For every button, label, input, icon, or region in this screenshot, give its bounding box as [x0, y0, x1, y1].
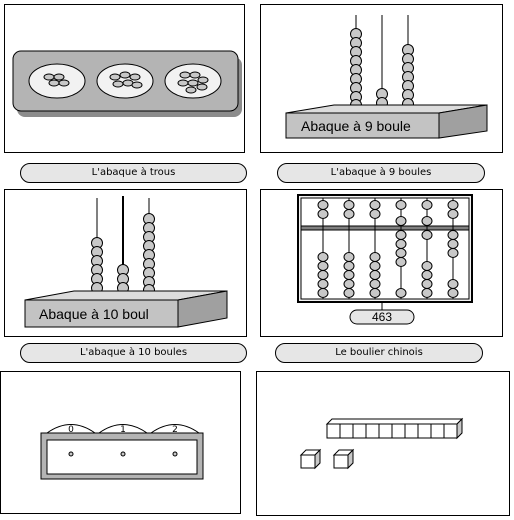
beads-hundreds: [350, 28, 362, 111]
panel-cubes: [256, 371, 510, 516]
panel-boulier: 463: [260, 189, 503, 337]
abaque-9-box-label: Abaque à 9 boule: [301, 118, 411, 134]
place-value-2: 2: [172, 425, 178, 435]
place-value-0: 0: [68, 425, 74, 435]
abaque-9-illustration: Abaque à 9 boule: [285, 15, 488, 139]
unit-cube-1: [299, 448, 322, 470]
dish-2: [96, 63, 154, 99]
place-value-1: 1: [120, 425, 126, 435]
panel-abaque-jetons: 0 1 2: [0, 371, 241, 514]
beads-units: [402, 44, 414, 110]
abaque-jetons-illustration: 0 1 2: [40, 424, 204, 480]
caption-abaque-9: L'abaque à 9 boules: [277, 163, 485, 183]
abaque-10-box: Abaque à 10 boul: [24, 290, 228, 328]
panel-abaque-9: Abaque à 9 boule: [260, 4, 503, 153]
upper-beads: [317, 200, 459, 226]
beads-units: [143, 213, 155, 296]
panel-abaque-trous: [4, 4, 245, 153]
beads-tens: [117, 264, 129, 294]
abaque-10-illustration: Abaque à 10 boul: [24, 196, 228, 328]
boulier-beam: [300, 225, 470, 231]
boulier-readout-box: [349, 309, 415, 325]
place-value-arcs: [46, 424, 200, 434]
caption-abaque-10: L'abaque à 10 boules: [20, 343, 247, 363]
beads-hundreds: [91, 237, 103, 294]
panel-abaque-10: Abaque à 10 boul: [4, 189, 247, 337]
cubes-illustration: [299, 417, 464, 470]
caption-abaque-trous: L'abaque à trous: [20, 163, 247, 183]
abaque-10-box-label: Abaque à 10 boul: [39, 306, 149, 322]
abaque-9-box: Abaque à 9 boule: [285, 104, 488, 139]
boulier-readout: 463: [372, 310, 392, 324]
abaque-trous-illustration: [12, 50, 242, 117]
lower-beads: [317, 230, 459, 298]
unit-cube-2: [332, 448, 355, 470]
dish-1: [28, 63, 86, 99]
dish-3: [164, 63, 222, 99]
boulier-illustration: 463: [297, 194, 473, 325]
ten-rod: [325, 417, 464, 440]
caption-boulier: Le boulier chinois: [275, 343, 483, 363]
